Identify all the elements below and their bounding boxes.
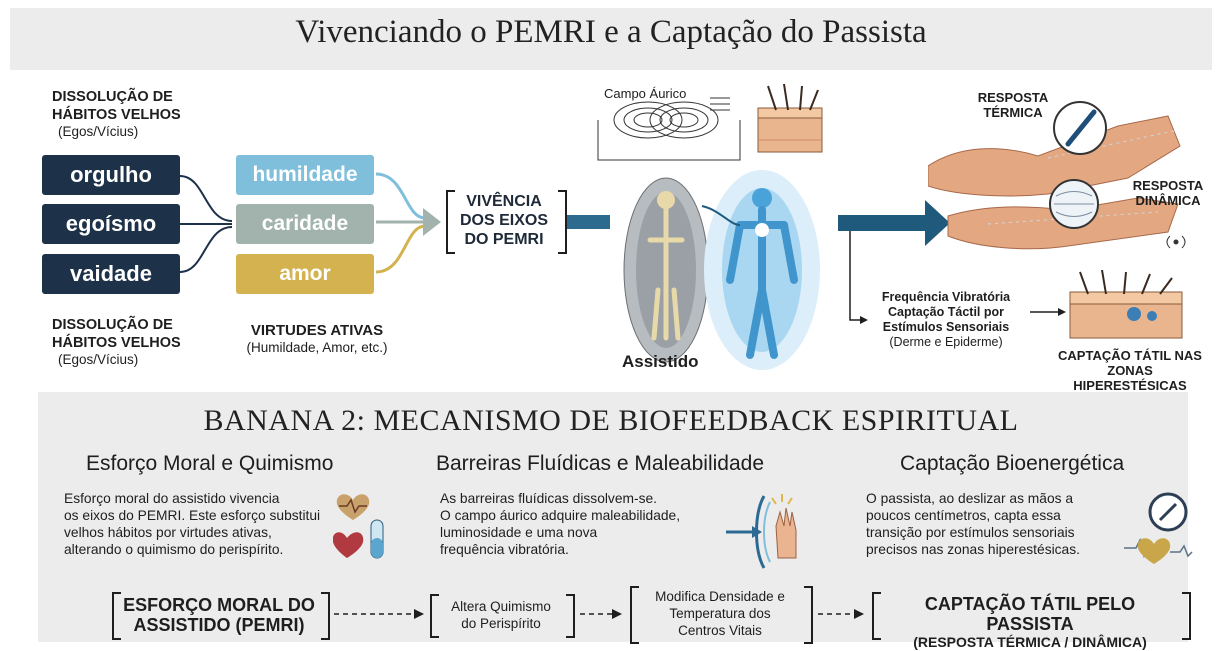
bracket-right: [558, 190, 567, 254]
flow-step-2: Altera Quimismo do Perispírito: [436, 598, 566, 632]
upper-hand-icon: [928, 115, 1181, 197]
connector-lines: [179, 172, 1066, 324]
flow-step4-bracket-right: [1182, 592, 1191, 640]
column-2-text: As barreiras fluídicas dissolvem-se. O c…: [440, 490, 740, 558]
column-3-line-1: O passista, ao deslizar as mãos a: [866, 491, 1074, 506]
skin-block-icon: [757, 83, 823, 153]
column-2-title: Barreiras Fluídicas e Maleabilidade: [436, 452, 764, 475]
hands-illustration: [928, 101, 1186, 250]
column-1-line-2: os eixos do PEMRI. Este esforço substitu…: [64, 508, 321, 523]
vivencia-line-3: DO PEMRI: [464, 231, 544, 248]
flow-step3-bracket-left: [630, 586, 639, 644]
flow-step-4: CAPTAÇÃO TÁTIL PELO PASSISTA (RESPOSTA T…: [880, 594, 1180, 651]
campo-aurico-label: Campo Áurico: [604, 86, 687, 101]
flow-step3-line-1: Modifica Densidade e: [655, 589, 785, 604]
auric-illustration: [597, 83, 823, 370]
vice-egoismo: egoísmo: [42, 204, 180, 244]
frequencia-line-1: Frequência Vibratória: [881, 290, 1011, 304]
resposta-dinamica-line-1: RESPOSTA: [1132, 178, 1204, 193]
dissolution-top: DISSOLUÇÃO DE HÁBITOS VELHOS (Egos/Víciu…: [52, 88, 222, 139]
virtues-sub: (Humildade, Amor, etc.): [246, 340, 388, 355]
column-3-line-2: poucos centímetros, capta essa: [866, 508, 1061, 523]
title-band: [10, 8, 1212, 70]
resposta-termica-line-2: TÉRMICA: [983, 105, 1043, 120]
signal-icon: [1166, 235, 1186, 249]
column-2-line-4: frequência vibratória.: [440, 542, 569, 557]
flow-step-3: Modifica Densidade e Temperatura dos Cen…: [636, 588, 804, 639]
captacao-zonas: CAPTAÇÃO TÁTIL NAS ZONAS HIPERESTÉSICAS: [1050, 348, 1210, 393]
dissolution-sub: (Egos/Vícius): [58, 352, 139, 367]
column-3-line-3: transição por estímulos sensoriais: [866, 525, 1075, 540]
virtues-heading: VIRTUDES ATIVAS: [250, 322, 384, 339]
hand-barrier-icon: [726, 494, 797, 569]
vivencia-block: VIVÊNCIA DOS EIXOS DO PEMRI: [452, 192, 556, 249]
dissolution-heading-2: HÁBITOS VELHOS: [52, 107, 181, 123]
column-3-line-4: precisos nas zonas hiperestésicas.: [866, 542, 1080, 557]
arrow-head: [423, 208, 441, 236]
column-1-line-3: velhos hábitos por virtudes ativas,: [64, 525, 272, 540]
dissolution-heading-2: HÁBITOS VELHOS: [52, 335, 181, 351]
column-2-line-3: luminosidade e uma nova: [440, 525, 598, 540]
resposta-termica-line-1: RESPOSTA: [977, 90, 1049, 105]
vivencia-line-2: DOS EIXOS: [459, 212, 549, 229]
virtue-caridade: caridade: [236, 204, 374, 244]
column-1-title: Esforço Moral e Quimismo: [86, 452, 334, 475]
column-3-title: Captação Bioenergética: [900, 452, 1125, 475]
captacao-zonas-line-1: CAPTAÇÃO TÁTIL NAS: [1058, 348, 1202, 363]
flow-step4-line-1: CAPTAÇÃO TÁTIL PELO PASSISTA: [924, 594, 1136, 634]
resposta-dinamica: RESPOSTA DINÂMICA: [1118, 178, 1218, 208]
flow-step4-bracket-left: [872, 592, 881, 640]
flow-step3-line-2: Temperatura dos: [669, 606, 771, 621]
captacao-zonas-line-2: ZONAS HIPERESTÉSICAS: [1073, 363, 1187, 393]
column-1-line-4: alterando o quimismo do perispírito.: [64, 542, 284, 557]
vivencia-line-1: VIVÊNCIA: [466, 193, 542, 210]
flow-step2-bracket-left: [430, 594, 439, 638]
skin-section-icon: [1069, 270, 1183, 339]
thermometer-icon: [1053, 101, 1107, 155]
flow-step3-bracket-right: [804, 586, 813, 644]
section-subtitle: BANANA 2: MECANISMO DE BIOFEEDBACK ESPIR…: [203, 404, 1019, 437]
flow-step1-line-2: ASSISTIDO (PEMRI): [133, 615, 305, 635]
dynamic-sphere-icon: [1049, 179, 1099, 229]
vice-orgulho: orgulho: [42, 155, 180, 195]
column-2-line-1: As barreiras fluídicas dissolvem-se.: [440, 491, 657, 506]
flow-step2-line-1: Altera Quimismo: [451, 599, 551, 614]
page-title: Vivenciando o PEMRI e a Captação do Pass…: [295, 14, 927, 50]
dissolution-heading-1: DISSOLUÇÃO DE: [52, 317, 173, 333]
flow-step1-bracket-left: [112, 592, 121, 640]
column-1-text: Esforço moral do assistido vivencia os e…: [64, 490, 384, 558]
flow-step2-bracket-right: [566, 594, 575, 638]
virtues-caption: VIRTUDES ATIVAS (Humildade, Amor, etc.): [222, 322, 412, 355]
compass-heart-icon: [1124, 492, 1193, 564]
dissolution-bottom: DISSOLUÇÃO DE HÁBITOS VELHOS (Egos/Víciu…: [52, 316, 222, 367]
flow-step-1: ESFORÇO MORAL DO ASSISTIDO (PEMRI): [118, 595, 320, 635]
bracket-left: [446, 190, 455, 254]
resposta-termica: RESPOSTA TÉRMICA: [958, 90, 1068, 120]
vice-vaidade: vaidade: [42, 254, 180, 294]
flow-arrows: [334, 609, 864, 619]
frequencia-line-2: Captação Táctil por: [888, 305, 1004, 319]
frequencia-block: Frequência Vibratória Captação Táctil po…: [866, 290, 1026, 350]
flow-step3-line-3: Centros Vitais: [678, 623, 762, 638]
flow-step1-bracket-right: [321, 592, 330, 640]
dissolution-heading-1: DISSOLUÇÃO DE: [52, 89, 173, 105]
frequencia-line-3: Estímulos Sensoriais: [882, 320, 1010, 334]
heart-flask-icon: [333, 494, 384, 559]
column-1-line-1: Esforço moral do assistido vivencia: [64, 491, 280, 506]
bottom-band: [38, 392, 1188, 642]
column-3-text: O passista, ao deslizar as mãos a poucos…: [866, 490, 1146, 558]
resposta-dinamica-line-2: DINÂMICA: [1135, 193, 1201, 208]
dissolution-sub: (Egos/Vícius): [58, 124, 139, 139]
field-lines-icon: [597, 97, 741, 161]
virtue-amor: amor: [236, 254, 374, 294]
virtue-humildade: humildade: [236, 155, 374, 195]
column-2-line-2: O campo áurico adquire maleabilidade,: [440, 508, 681, 523]
frequencia-line-4: (Derme e Epiderme): [889, 335, 1003, 349]
flow-step2-line-2: do Perispírito: [461, 616, 541, 631]
assistido-label: Assistido: [622, 352, 699, 371]
flow-step1-line-1: ESFORÇO MORAL DO: [123, 595, 315, 615]
